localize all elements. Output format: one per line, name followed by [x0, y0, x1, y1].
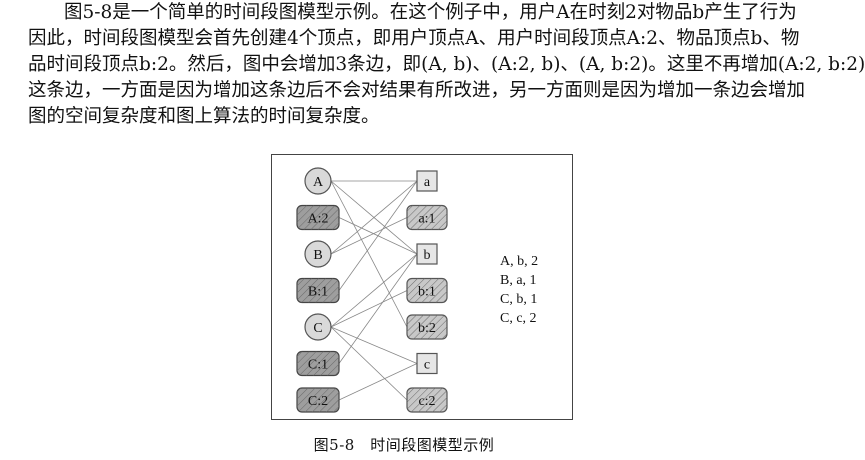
user-node: A:2	[296, 204, 340, 231]
graph-edge	[330, 217, 408, 255]
item-node-label: b:1	[418, 285, 436, 300]
graph-edge	[338, 180, 418, 291]
user-node: B:1	[296, 277, 340, 304]
item-node: c:2	[406, 387, 448, 413]
legend-entry: C, c, 2	[500, 311, 537, 326]
item-node: b:1	[406, 277, 448, 304]
user-node: C:2	[296, 387, 340, 413]
item-node-label: b:2	[418, 321, 436, 336]
user-node-label: C:2	[308, 394, 328, 409]
graph-edge	[338, 363, 418, 401]
item-node-label: a:1	[418, 212, 435, 227]
legend-entry: C, b, 1	[500, 292, 537, 307]
item-node-label: c	[424, 358, 430, 373]
user-node-label: C	[313, 321, 322, 336]
item-node: b	[416, 243, 438, 265]
item-node-label: b	[424, 248, 431, 263]
figure-caption: 图5-8 时间段图模型示例	[313, 436, 495, 454]
graph-edge	[330, 326, 418, 364]
graph-edge	[338, 253, 418, 364]
body-paragraph: 图5-8是一个简单的时间段图模型示例。在这个例子中，用户A在时刻2对物品b产生了…	[28, 0, 865, 130]
user-node-label: B:1	[308, 285, 328, 300]
paragraph-line: 品时间段顶点b:2。然后，图中会增加3条边，即(A, b)、(A:2, b)、(…	[28, 54, 865, 75]
paragraph-line: 图5-8是一个简单的时间段图模型示例。在这个例子中，用户A在时刻2对物品b产生了…	[64, 2, 797, 23]
graph-edge	[330, 253, 418, 328]
paragraph-line: 图的空间复杂度和图上算法的时间复杂度。	[28, 106, 380, 127]
graph-diagram: A A:2B B:1C C:1C:2 a a:1 b b:1 b:2 c c:2 A, b, 2 B,…	[296, 167, 538, 413]
graph-edge	[330, 180, 408, 328]
item-node: c	[416, 352, 438, 375]
item-node-label: c:2	[418, 394, 435, 409]
legend-entry: B, a, 1	[500, 273, 537, 288]
user-node: C	[304, 313, 332, 341]
item-node: b:2	[406, 314, 448, 340]
paragraph-line: 因此，时间段图模型会首先创建4个顶点，即用户顶点A、用户时间段顶点A:2、物品顶…	[28, 28, 800, 49]
graph-edge	[330, 326, 408, 401]
user-node: C:1	[296, 350, 340, 377]
paragraph-line: 这条边，一方面是因为增加这条边后不会对结果有所改进，另一方面则是因为增加一条边会…	[28, 80, 806, 101]
item-node: a	[416, 170, 438, 192]
user-node-label: A	[313, 175, 324, 190]
user-node: B	[304, 240, 332, 268]
item-node-label: a	[424, 175, 431, 190]
graph-edge	[330, 290, 408, 328]
user-node: A	[304, 167, 332, 195]
legend-entry: A, b, 2	[500, 254, 538, 269]
item-node: a:1	[406, 204, 448, 231]
graph-edge	[330, 180, 418, 255]
user-node-label: B	[313, 248, 322, 263]
user-node-label: C:1	[308, 358, 328, 373]
user-node-label: A:2	[308, 212, 329, 227]
